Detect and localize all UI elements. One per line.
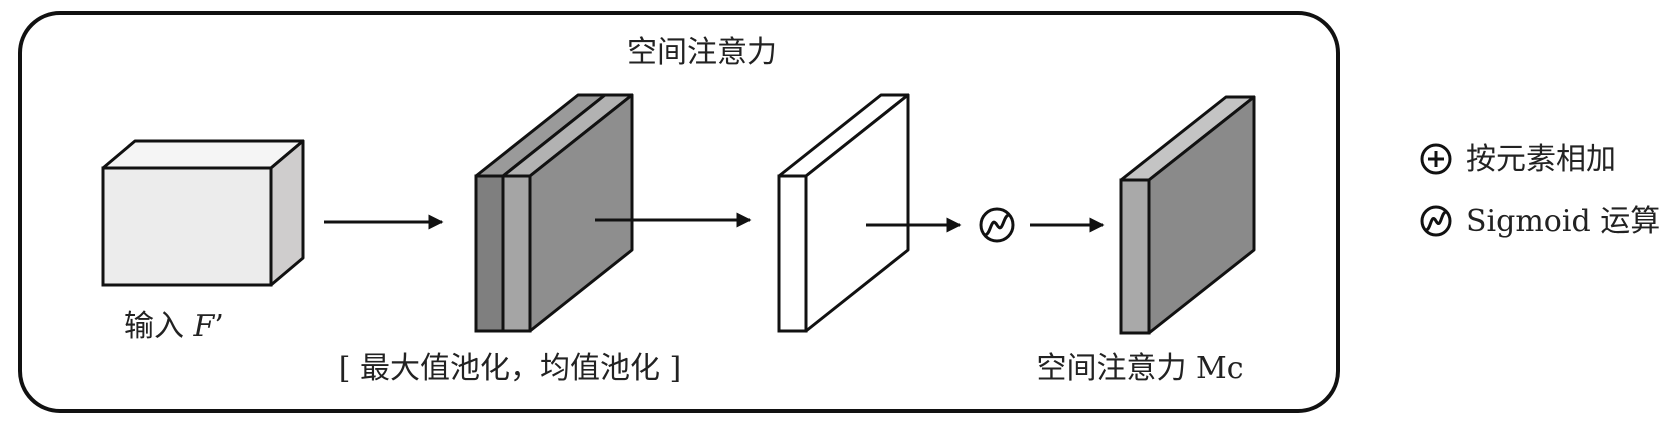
legend-item-sigmoid: Sigmoid 运算: [1420, 204, 1660, 239]
output-map-front: [1119, 178, 1151, 335]
conv-map-front: [777, 174, 808, 333]
pooling-label: [ 最大值池化，均值池化 ]: [339, 351, 681, 386]
input-cube-front: [101, 166, 273, 287]
pooled-map-avg-front: [501, 174, 532, 333]
legend-add-label: 按元素相加: [1466, 142, 1616, 177]
conv-feature-map: [777, 93, 910, 333]
legend-sigmoid-label: Sigmoid 运算: [1466, 204, 1660, 239]
output-attention-map: [1119, 95, 1256, 335]
diagram-frame: [18, 11, 1340, 413]
pooled-feature-maps: [474, 93, 634, 333]
plus-circle-icon: [1420, 143, 1452, 175]
diagram-title: 空间注意力: [627, 35, 777, 70]
input-cube-side: [269, 139, 305, 287]
pooled-map-max-front: [474, 174, 505, 333]
legend: 按元素相加 Sigmoid 运算: [1420, 142, 1660, 239]
input-label: 输入 F’: [124, 309, 224, 344]
sigmoid-operator-icon: [979, 207, 1015, 243]
sigmoid-circle-icon: [1420, 205, 1452, 237]
legend-item-add: 按元素相加: [1420, 142, 1616, 177]
input-cube: [101, 139, 305, 287]
input-cube-top: [101, 139, 305, 170]
output-label: 空间注意力 Mc: [1036, 351, 1243, 386]
